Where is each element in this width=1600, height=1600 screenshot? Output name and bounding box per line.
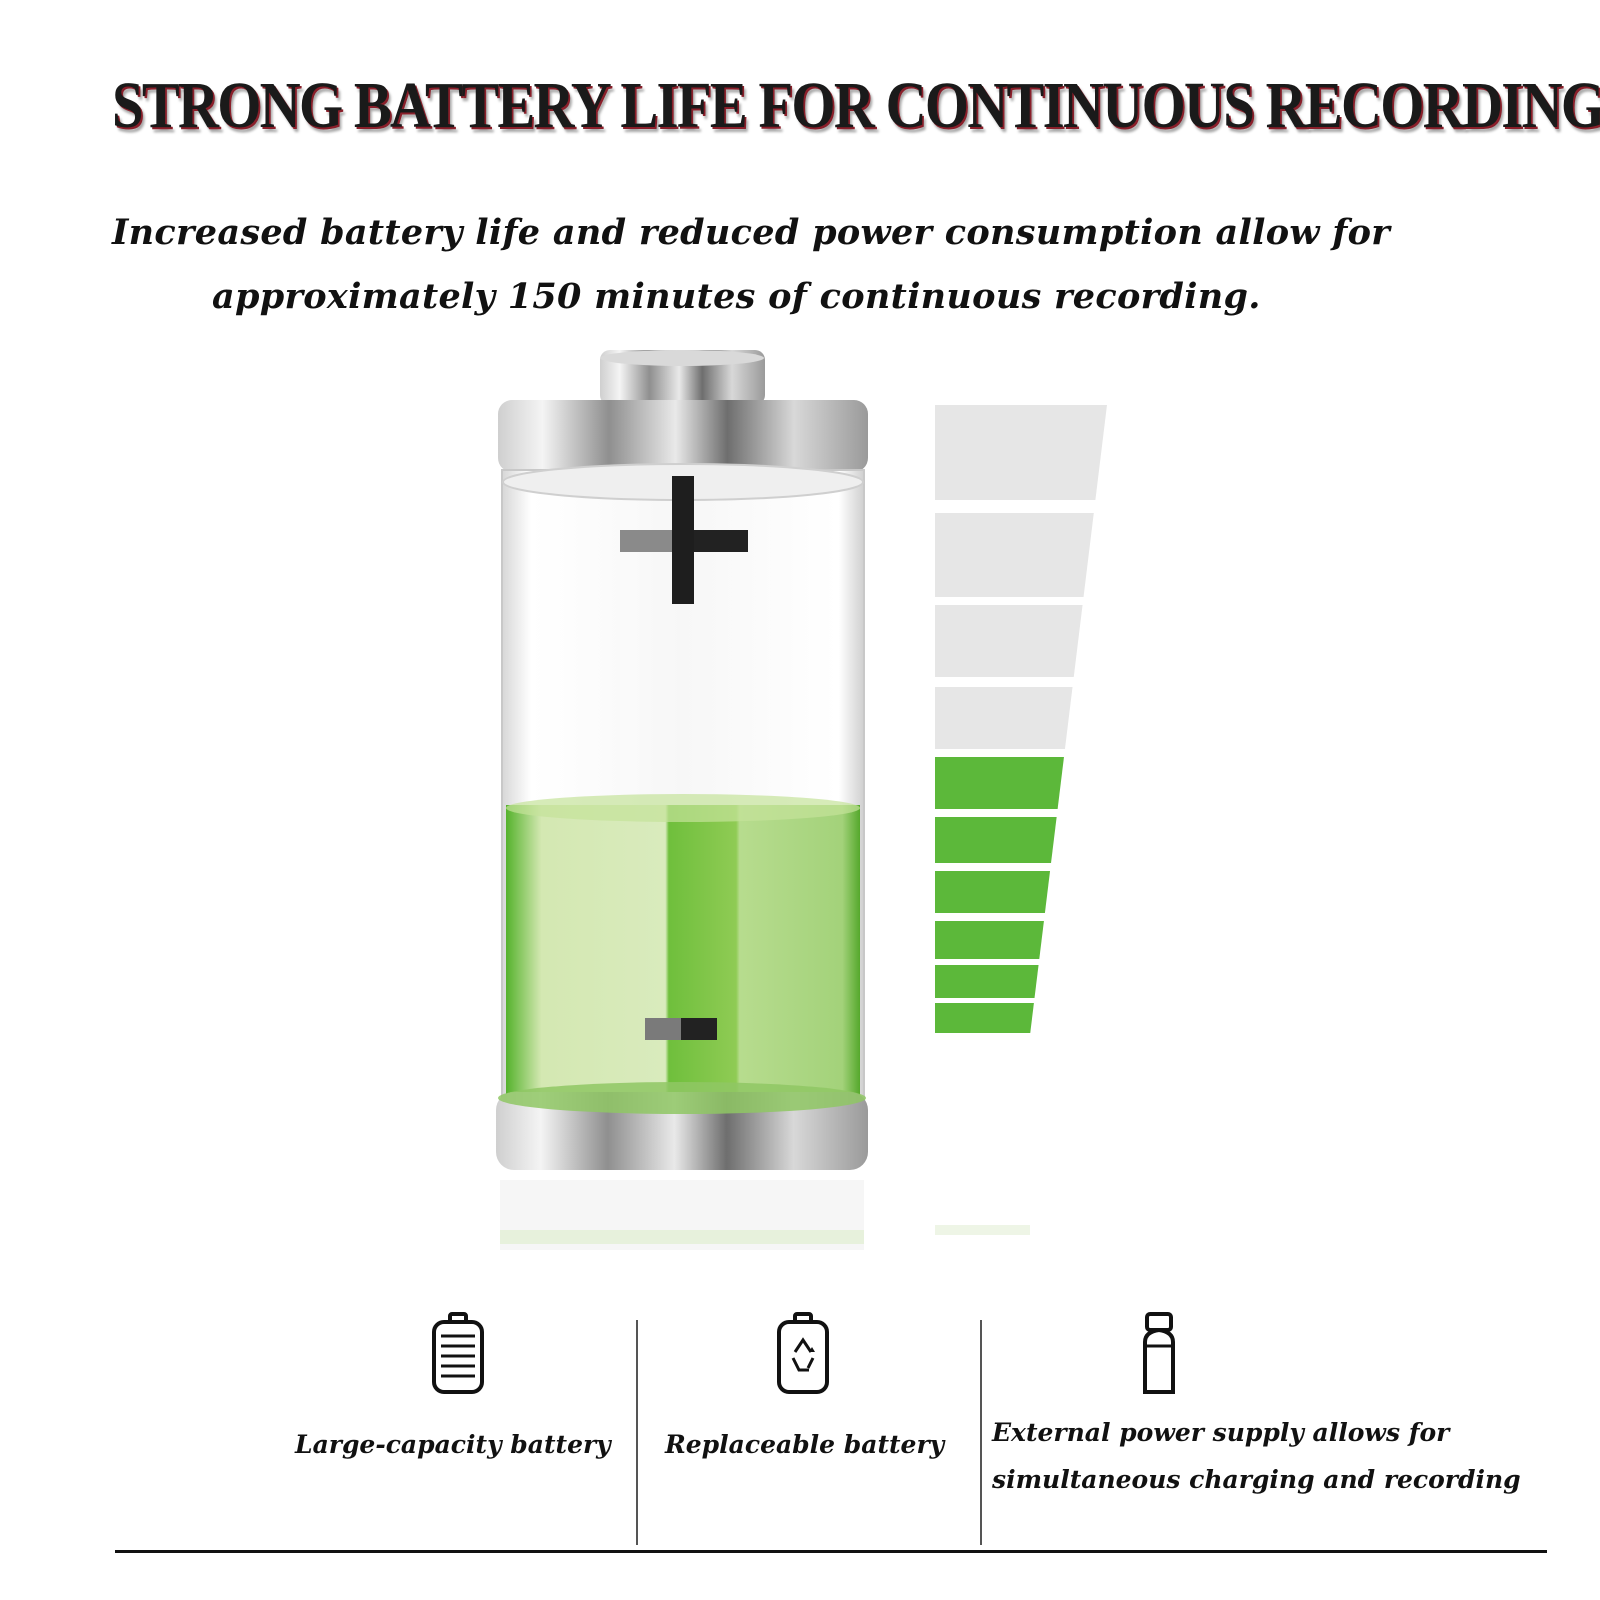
level-bars — [935, 405, 1107, 1235]
feature-label-large-capacity: Large-capacity battery — [295, 1430, 611, 1459]
divider — [980, 1320, 982, 1545]
level-bar-empty — [935, 605, 1083, 677]
page-title: STRONG BATTERY LIFE FOR CONTINUOUS RECOR… — [112, 69, 1600, 142]
recycle-battery-icon — [777, 1312, 829, 1394]
battery-icon — [496, 350, 868, 1250]
level-reflection — [935, 1225, 1030, 1235]
feature-label-external-power-1: External power supply allows for — [992, 1418, 1450, 1447]
subtitle-line-1: Increased battery life and reduced power… — [112, 212, 1391, 253]
divider — [636, 1320, 638, 1545]
feature-label-external-power-2: simultaneous charging and recording — [992, 1465, 1521, 1494]
charge-level-meter — [935, 405, 1125, 1265]
level-bar-filled — [935, 817, 1057, 863]
level-bar-empty — [935, 405, 1107, 500]
features-row: Large-capacity battery Replaceable batte… — [0, 1312, 1600, 1560]
level-bar-filled — [935, 871, 1051, 913]
level-bar-empty — [935, 513, 1094, 597]
level-bar-filled — [935, 965, 1039, 998]
battery-top-cap — [498, 400, 868, 472]
level-bar-empty — [935, 687, 1073, 749]
feature-label-replaceable: Replaceable battery — [665, 1430, 945, 1459]
level-bar-filled — [935, 757, 1064, 809]
power-bottle-icon — [1143, 1312, 1175, 1394]
subtitle-line-2: approximately 150 minutes of continuous … — [212, 276, 1261, 317]
battery-capacity-icon — [432, 1312, 484, 1394]
level-bar-filled — [935, 921, 1044, 959]
battery-illustration — [470, 350, 890, 1270]
bottom-divider — [115, 1550, 1547, 1553]
level-bar-filled — [935, 1003, 1034, 1033]
battery-fill — [506, 805, 860, 1095]
